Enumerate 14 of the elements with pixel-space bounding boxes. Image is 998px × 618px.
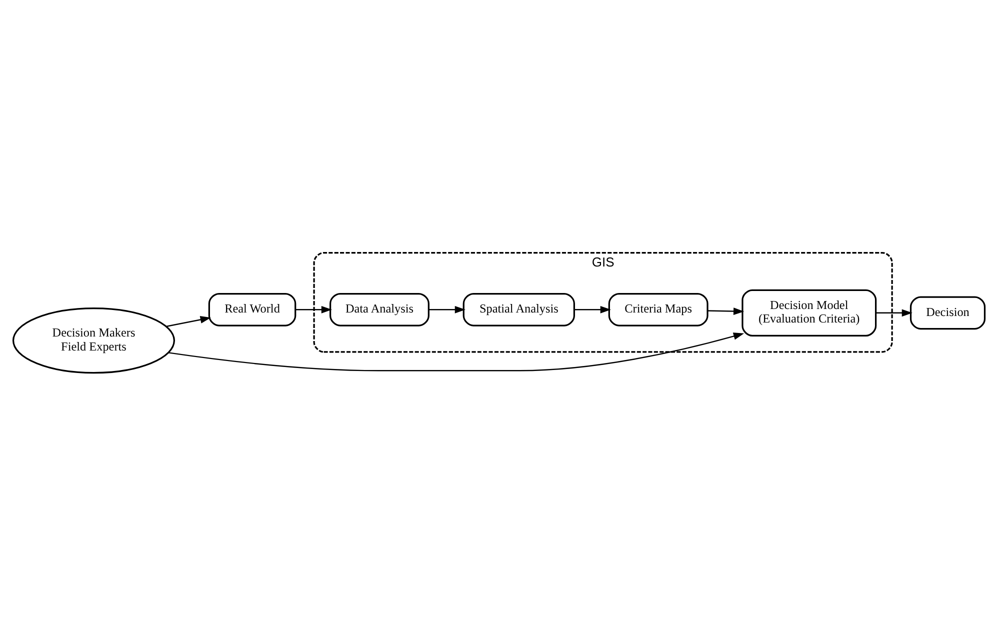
- node-box: Decision: [910, 296, 986, 330]
- arrow: [166, 316, 211, 327]
- node-ellipse: Decision Makers Field Experts: [12, 306, 176, 374]
- arrow: [296, 305, 332, 313]
- node-box: Data Analysis: [330, 292, 430, 326]
- node-box: Real World: [208, 292, 296, 326]
- arrow: [574, 305, 611, 313]
- arrow: [168, 332, 744, 371]
- node-box: Decision Model (Evaluation Criteria): [742, 288, 877, 336]
- node-box: Spatial Analysis: [462, 292, 575, 326]
- arrow: [428, 305, 466, 313]
- arrow: [876, 308, 912, 316]
- arrow: [708, 307, 744, 314]
- node-box: Criteria Maps: [608, 292, 708, 326]
